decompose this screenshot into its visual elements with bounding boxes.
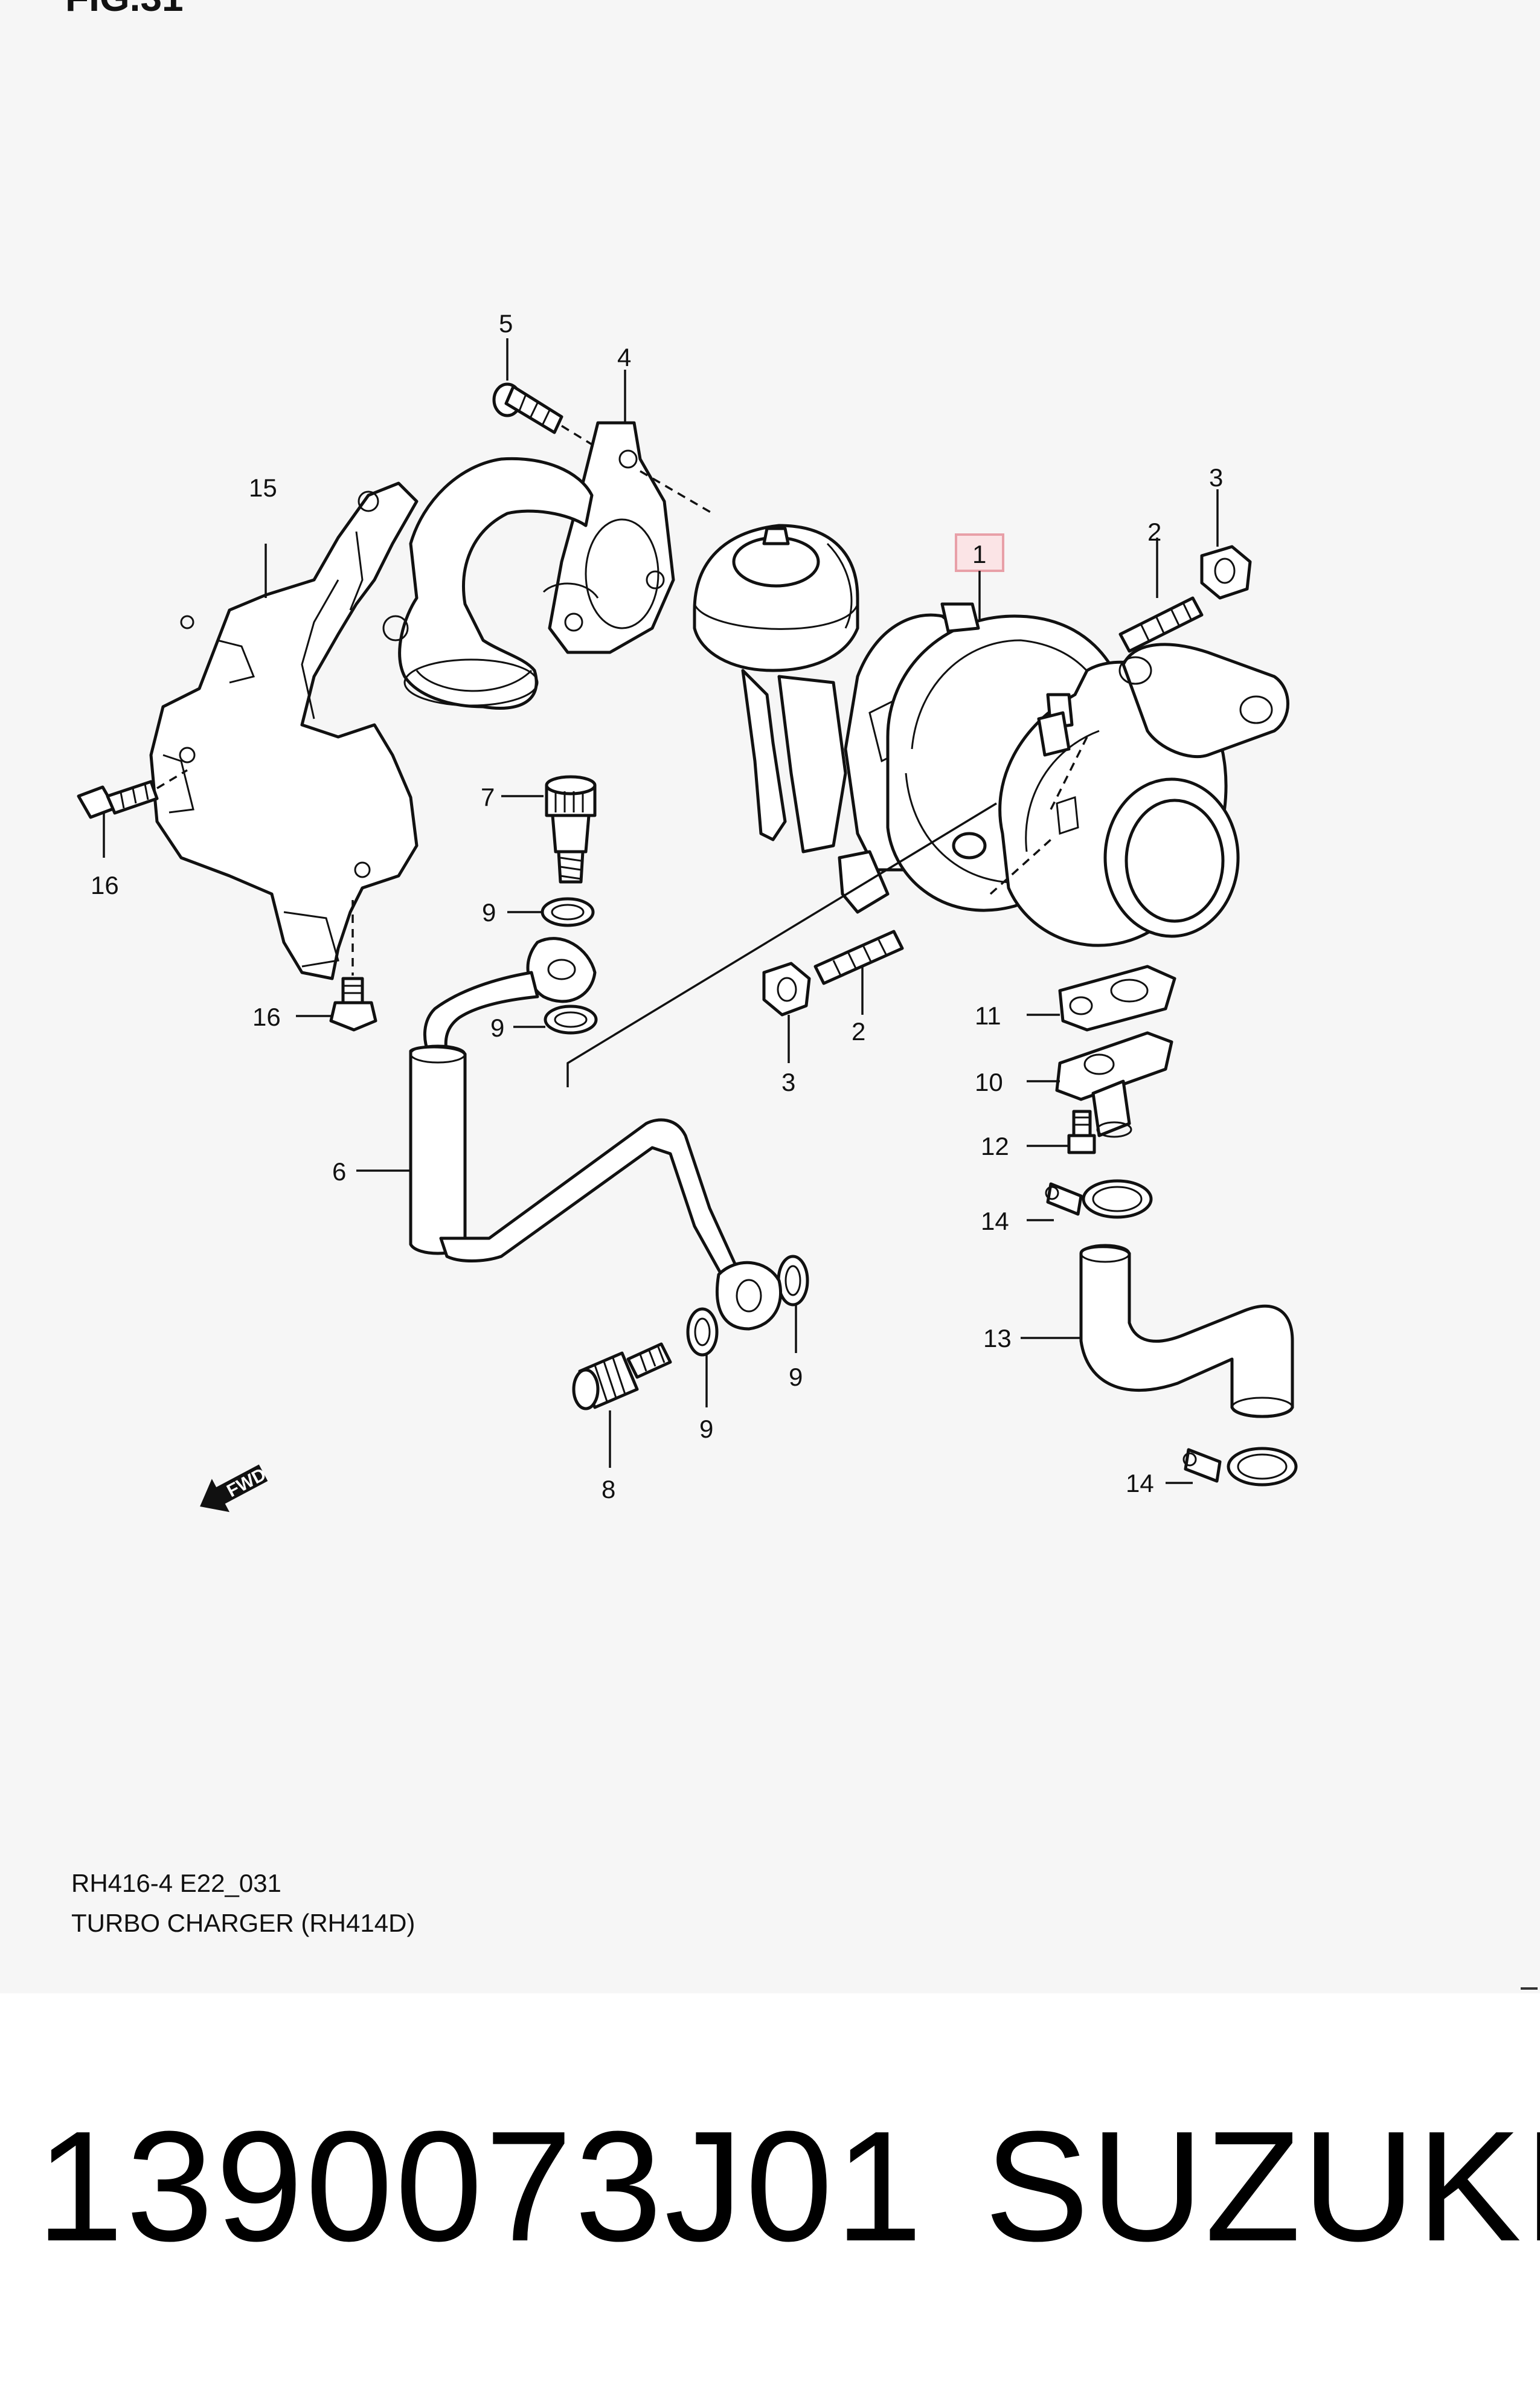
dash-16-upper	[156, 769, 188, 789]
part-14-clamp-upper[interactable]	[1045, 1179, 1153, 1219]
part-1-turbocharger[interactable]	[693, 524, 1289, 947]
callout-3-upper: 3	[1209, 463, 1223, 492]
callout-11: 11	[975, 1001, 1001, 1030]
part-2-stud-upper[interactable]	[1118, 596, 1204, 653]
part-14-clamp-lower[interactable]	[1182, 1447, 1298, 1487]
diagram-caption: RH416-4 E22_031 TURBO CHARGER (RH414D)	[71, 1863, 415, 1943]
oil-pipe-to-turbo-line	[566, 802, 997, 1087]
part-13-return-hose[interactable]	[1079, 1244, 1294, 1418]
callout-9-b: 9	[490, 1014, 504, 1042]
part-9-washer-a[interactable]	[541, 897, 595, 927]
callout-4: 4	[617, 343, 631, 371]
callout-16-upper: 16	[91, 871, 119, 899]
callout-10: 10	[975, 1068, 1003, 1096]
caption-title: TURBO CHARGER (RH414D)	[71, 1909, 415, 1937]
turbocharger-exploded-diagram: FIG.31 15 16 16 5	[65, 0, 1298, 1513]
callout-15: 15	[249, 474, 277, 502]
caption-code: RH416-4 E22_031	[71, 1869, 281, 1897]
part-number: 1390073J01	[36, 2099, 925, 2274]
part-11-gasket[interactable]	[1058, 965, 1176, 1032]
part-12-bolt[interactable]	[1067, 1110, 1096, 1154]
callout-8: 8	[602, 1475, 615, 1503]
part-6-oil-pipe[interactable]	[409, 937, 783, 1331]
callout-6: 6	[332, 1157, 346, 1186]
callout-5: 5	[499, 309, 513, 338]
part-16-bolt-lower[interactable]	[329, 977, 377, 1032]
part-4-gasket[interactable]	[548, 421, 675, 654]
part-15-heat-shield[interactable]	[149, 481, 419, 980]
part-8-banjo-bolt[interactable]	[572, 1342, 672, 1410]
callout-16-lower: 16	[252, 1003, 281, 1031]
intake-elbow-pipe[interactable]	[382, 457, 599, 710]
part-9-washer-d[interactable]	[777, 1255, 809, 1307]
callout-9-c: 9	[699, 1415, 713, 1443]
callout-1-highlight-box	[955, 533, 1004, 572]
callout-2-upper: 2	[1147, 518, 1161, 546]
callout-12: 12	[981, 1132, 1009, 1160]
part-16-bolt-upper[interactable]	[77, 780, 159, 819]
corner-mark	[1521, 1987, 1538, 1990]
part-9-washer-b[interactable]	[544, 1005, 598, 1035]
callout-9-a: 9	[482, 898, 496, 927]
callout-14-lower: 14	[1126, 1469, 1154, 1497]
brand-name: SUZUKI	[984, 2099, 1540, 2274]
part-5-bolt[interactable]	[492, 382, 563, 434]
fwd-arrow-icon: FWD	[200, 1464, 269, 1513]
dash-5	[561, 425, 605, 453]
part-3-nut-upper[interactable]	[1200, 545, 1252, 600]
callout-13: 13	[983, 1324, 1012, 1352]
part-3-nut-lower[interactable]	[762, 962, 811, 1017]
callout-1: 1	[972, 540, 986, 568]
part-2-stud-lower[interactable]	[813, 930, 904, 985]
callout-2-lower: 2	[852, 1017, 865, 1046]
callout-9-d: 9	[789, 1363, 803, 1391]
callout-7: 7	[481, 783, 495, 811]
callout-3-lower: 3	[781, 1068, 795, 1096]
part-7-banjo-bolt[interactable]	[545, 775, 597, 884]
part-10-flange[interactable]	[1055, 1031, 1173, 1138]
fwd-label: FWD	[223, 1464, 269, 1501]
callout-14-upper: 14	[981, 1207, 1009, 1235]
footer-band	[0, 1993, 1540, 2392]
part-9-washer-c[interactable]	[686, 1307, 719, 1357]
figure-label: FIG.31	[65, 0, 184, 19]
